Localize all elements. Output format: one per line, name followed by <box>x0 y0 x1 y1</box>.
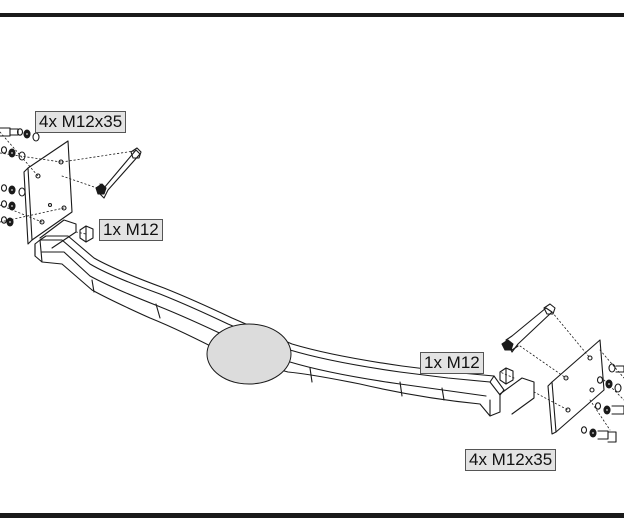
frame-top-border <box>0 13 624 17</box>
right-strap-nut-top <box>543 303 556 315</box>
callout-right-nut: 1x M12 <box>420 352 484 374</box>
cross-beam-top-edge <box>39 235 495 377</box>
left-plate-side <box>23 167 33 245</box>
left-strap-nut-top <box>130 147 142 159</box>
beam-seg-3 <box>309 367 313 383</box>
callout-left-bolts: 4x M12x35 <box>35 111 127 133</box>
left-strap-nut-bottom <box>95 183 107 195</box>
beam-seg-1 <box>91 279 95 293</box>
cross-beam-mid-edge <box>41 251 487 397</box>
callout-left-nut: 1x M12 <box>99 219 163 241</box>
cross-beam <box>34 235 505 417</box>
beam-seg-2 <box>155 303 161 319</box>
cross-beam-outline <box>34 239 501 417</box>
left-mounting-bracket <box>0 127 142 249</box>
left-beam-socket <box>39 219 77 249</box>
right-beam-socket <box>499 377 535 415</box>
right-plate-side <box>547 381 557 435</box>
frame-bottom-border <box>0 513 624 518</box>
right-mounting-bracket <box>499 303 624 443</box>
ball-mount-area <box>206 323 292 385</box>
right-plate <box>551 339 605 433</box>
right-bolt-set <box>580 363 624 443</box>
beam-seg-4 <box>399 381 403 397</box>
callout-right-bolts: 4x M12x35 <box>465 449 557 471</box>
beam-end-right <box>489 375 505 417</box>
right-strap-nut-bottom <box>501 339 514 351</box>
beam-seg-5 <box>441 387 445 401</box>
beam-end-left <box>34 239 43 263</box>
left-bolt-set <box>0 127 40 227</box>
left-plate <box>27 140 73 241</box>
